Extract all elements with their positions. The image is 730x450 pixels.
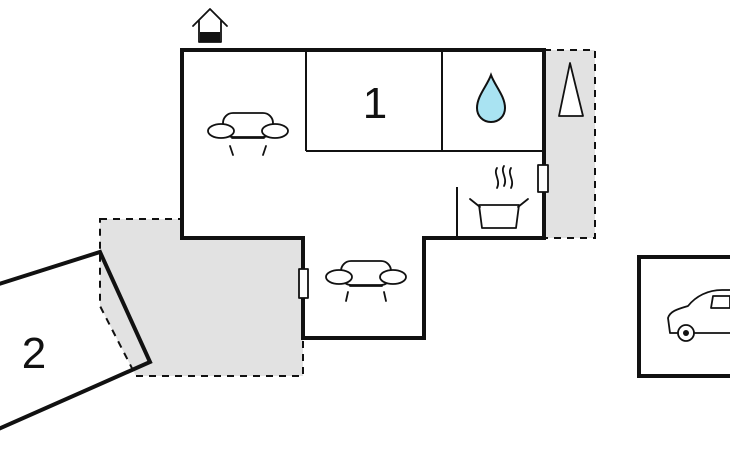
water-drop-icon xyxy=(475,72,507,124)
tree-icon xyxy=(558,62,584,117)
house-outline xyxy=(180,48,546,340)
parking-outline xyxy=(637,255,730,378)
room-1-label: 1 xyxy=(363,79,387,128)
sofa-icon-upper xyxy=(207,112,289,156)
door-lower xyxy=(298,268,309,299)
house-entrance-icon xyxy=(192,8,228,43)
room-2-label: 2 xyxy=(22,329,46,378)
interior-walls xyxy=(305,50,544,238)
door-right xyxy=(537,164,549,193)
sofa-icon-lower xyxy=(325,260,407,302)
terrace-left xyxy=(99,218,304,377)
bedroom-2-outline xyxy=(0,249,153,431)
cooking-pot-icon xyxy=(469,165,529,229)
car-icon xyxy=(667,289,730,342)
